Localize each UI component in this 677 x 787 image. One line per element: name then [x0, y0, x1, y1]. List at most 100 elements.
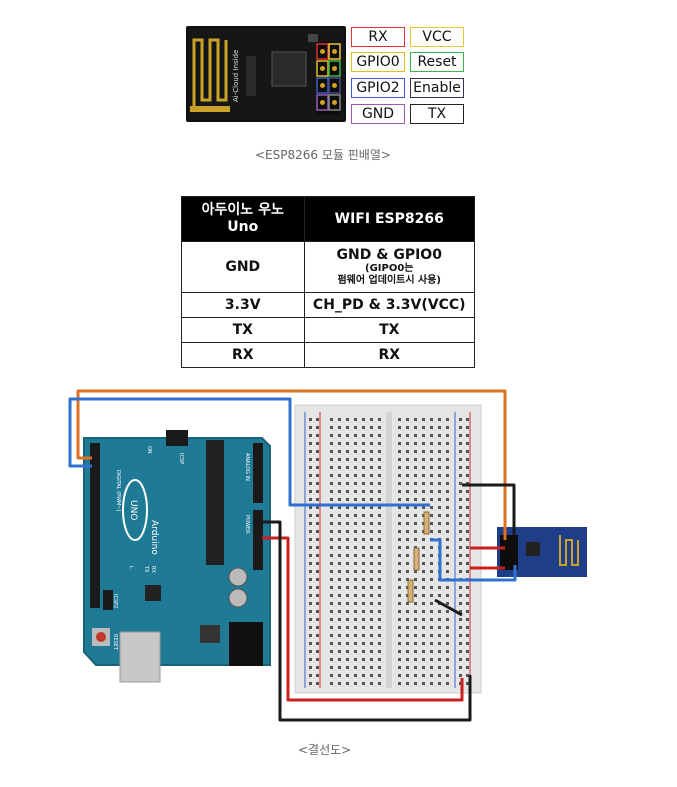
- pin-label-tx: TX: [410, 104, 464, 124]
- table-row: RX RX: [181, 342, 475, 368]
- breadboard-hole: [330, 570, 333, 573]
- breadboard-hole: [316, 554, 319, 557]
- breadboard-hole: [430, 618, 433, 621]
- breadboard-hole: [430, 602, 433, 605]
- breadboard-hole: [438, 610, 441, 613]
- breadboard-hole: [330, 546, 333, 549]
- breadboard-hole: [362, 554, 365, 557]
- breadboard-hole: [406, 530, 409, 533]
- breadboard-hole: [438, 682, 441, 685]
- power-header: [253, 510, 263, 570]
- breadboard-hole: [338, 434, 341, 437]
- breadboard-hole: [378, 546, 381, 549]
- breadboard-hole: [309, 626, 312, 629]
- breadboard-hole: [362, 482, 365, 485]
- breadboard-hole: [398, 570, 401, 573]
- breadboard-hole: [309, 466, 312, 469]
- breadboard-hole: [354, 618, 357, 621]
- breadboard-hole: [422, 546, 425, 549]
- breadboard-hole: [422, 474, 425, 477]
- breadboard-hole: [370, 522, 373, 525]
- wire-blue-2: [430, 538, 517, 582]
- breadboard-hole: [414, 626, 417, 629]
- breadboard-hole: [316, 594, 319, 597]
- breadboard-hole: [414, 450, 417, 453]
- breadboard-hole: [309, 666, 312, 669]
- breadboard-hole: [354, 586, 357, 589]
- breadboard-hole: [378, 618, 381, 621]
- breadboard-hole: [370, 418, 373, 421]
- breadboard-hole: [338, 674, 341, 677]
- icsp2-label: ICSP2: [112, 594, 118, 608]
- breadboard-hole: [466, 634, 469, 637]
- breadboard-hole: [438, 466, 441, 469]
- breadboard-hole: [362, 570, 365, 573]
- breadboard-hole: [362, 498, 365, 501]
- breadboard-hole: [459, 586, 462, 589]
- breadboard-hole: [370, 626, 373, 629]
- breadboard-hole: [438, 586, 441, 589]
- breadboard-hole: [370, 674, 373, 677]
- breadboard-hole: [446, 418, 449, 421]
- breadboard-hole: [459, 450, 462, 453]
- breadboard-hole: [362, 626, 365, 629]
- resistor-1: [423, 511, 430, 535]
- breadboard-hole: [309, 602, 312, 605]
- breadboard-hole: [378, 450, 381, 453]
- breadboard-hole: [414, 482, 417, 485]
- breadboard-hole: [362, 586, 365, 589]
- breadboard-hole: [330, 586, 333, 589]
- breadboard-hole: [362, 666, 365, 669]
- breadboard-hole: [338, 506, 341, 509]
- breadboard-hole: [330, 650, 333, 653]
- breadboard-hole: [338, 418, 341, 421]
- breadboard-hole: [459, 522, 462, 525]
- breadboard-hole: [422, 506, 425, 509]
- breadboard-hole: [346, 578, 349, 581]
- breadboard-hole: [309, 618, 312, 621]
- breadboard-hole: [446, 514, 449, 517]
- breadboard-hole: [330, 602, 333, 605]
- breadboard-hole: [446, 450, 449, 453]
- module-silkscreen-text: Ai-Cloud Inside: [232, 50, 240, 102]
- usb-chip: [145, 585, 161, 601]
- breadboard-hole: [446, 474, 449, 477]
- breadboard-hole: [378, 442, 381, 445]
- breadboard-hole: [330, 634, 333, 637]
- breadboard-hole: [346, 626, 349, 629]
- reset-label: RESET: [112, 634, 118, 651]
- breadboard-hole: [398, 514, 401, 517]
- breadboard-hole: [354, 530, 357, 533]
- breadboard-hole: [422, 426, 425, 429]
- breadboard-hole: [338, 426, 341, 429]
- breadboard-hole: [430, 522, 433, 525]
- breadboard-hole: [309, 474, 312, 477]
- breadboard-hole: [346, 650, 349, 653]
- breadboard-hole: [370, 466, 373, 469]
- breadboard-hole: [422, 450, 425, 453]
- breadboard-hole: [414, 498, 417, 501]
- breadboard-hole: [414, 674, 417, 677]
- cell-arduino: RX: [181, 342, 305, 368]
- breadboard-hole: [330, 682, 333, 685]
- breadboard-hole: [316, 634, 319, 637]
- breadboard-hole: [466, 602, 469, 605]
- breadboard-hole: [406, 506, 409, 509]
- pin-label-gpio0: GPIO0: [351, 52, 405, 72]
- breadboard-hole: [398, 554, 401, 557]
- breadboard-hole: [430, 666, 433, 669]
- breadboard-hole: [338, 570, 341, 573]
- breadboard-hole: [338, 490, 341, 493]
- breadboard-hole: [422, 610, 425, 613]
- breadboard-hole: [330, 498, 333, 501]
- breadboard-hole: [406, 634, 409, 637]
- breadboard-hole: [406, 458, 409, 461]
- breadboard-hole: [346, 434, 349, 437]
- breadboard-hole: [430, 634, 433, 637]
- breadboard-hole: [438, 490, 441, 493]
- breadboard-hole: [466, 626, 469, 629]
- breadboard-hole: [459, 626, 462, 629]
- breadboard-hole: [406, 546, 409, 549]
- breadboard-hole: [309, 594, 312, 597]
- breadboard-holes: [309, 418, 469, 685]
